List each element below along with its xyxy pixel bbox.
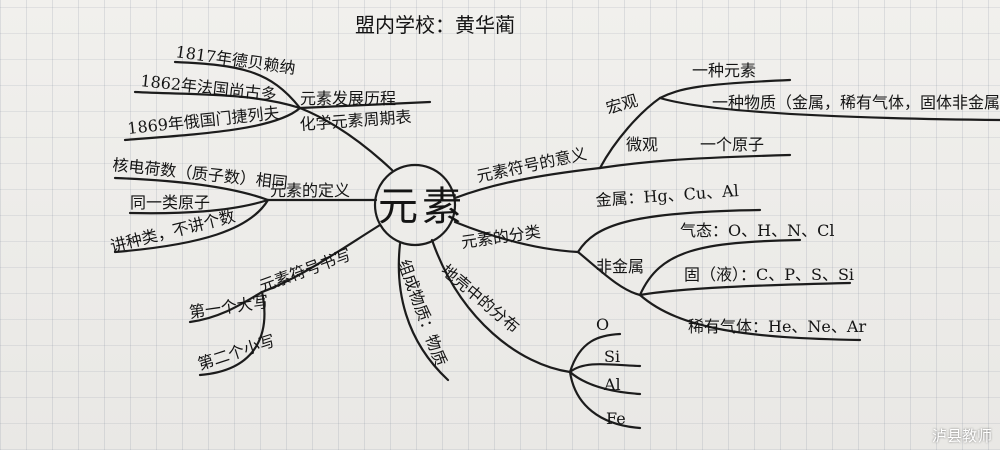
connector-line <box>298 100 432 110</box>
classification-solid: 固（液）：C、P、S、Si <box>684 265 854 284</box>
symbol-item: 第二个小写 <box>195 331 277 374</box>
connector-line <box>397 242 450 382</box>
connector-line <box>298 106 394 172</box>
classification-gas: 气态：O、H、N、Cl <box>680 221 834 240</box>
meaning-micro-label: 微观 <box>626 135 658 154</box>
connector-line <box>173 60 302 110</box>
connector-line <box>133 90 302 110</box>
connector-line <box>128 198 270 215</box>
connector-line <box>598 153 792 170</box>
connector-line <box>576 208 762 254</box>
history-note: 化学元素周期表 <box>299 107 412 134</box>
connector-line <box>430 238 572 374</box>
definition-label: 元素的定义 <box>270 181 350 200</box>
history-item: 1862年法国尚古多 <box>140 71 278 104</box>
classification-nonmetal: 非金属 <box>596 257 644 276</box>
crust-item: Fe <box>606 409 626 428</box>
meaning-label: 元素符号的意义 <box>475 144 589 186</box>
classification-noble: 稀有气体：He、Ne、Ar <box>688 317 866 336</box>
crust-label: 地壳中的分布 <box>437 261 523 337</box>
connector-line <box>638 293 862 342</box>
connector-line <box>188 290 264 324</box>
meaning-macro-item: 一种元素 <box>692 61 756 80</box>
connector-line <box>576 250 642 297</box>
connector-line <box>568 370 642 396</box>
connector-line <box>638 281 852 297</box>
connector-line <box>598 96 662 170</box>
connector-line <box>568 370 642 430</box>
history-item: 1817年德贝赖纳 <box>174 42 296 78</box>
history-label: 元素发展历程 <box>300 89 396 108</box>
branch-symbol: 元素符号书写 第一个大写 第二个小写 <box>188 223 382 377</box>
branch-meaning: 元素符号的意义 宏观 一种元素 一种物质（金属，稀有气体，固体非金属） 微观 一… <box>453 61 1000 200</box>
crust-item: Si <box>604 347 620 366</box>
connector-line <box>113 176 270 202</box>
symbol-item: 第一个大写 <box>188 292 270 322</box>
connector-line <box>568 332 622 374</box>
meaning-macro-label: 宏观 <box>604 91 640 118</box>
watermark: 泸县教师 <box>931 427 992 445</box>
page-title: 盟内学校：黄华蔺 <box>355 13 515 37</box>
meaning-macro-item: 一种物质（金属，稀有气体，固体非金属） <box>712 93 1000 112</box>
symbol-label: 元素符号书写 <box>257 245 354 296</box>
connector-line <box>658 78 792 100</box>
connector-line <box>658 96 1000 122</box>
center-node-label: 元素 <box>378 184 466 230</box>
branch-history: 元素发展历程 1817年德贝赖纳 1862年法国尚古多 1869年俄国门捷列夫 … <box>123 42 432 172</box>
crust-item: O <box>596 315 609 334</box>
definition-item: 同一类原子 <box>130 193 210 212</box>
connector-line <box>113 198 270 254</box>
definition-item: 核电荷数（质子数）相同 <box>112 155 289 192</box>
connector-line <box>453 220 580 254</box>
connector-line <box>638 238 802 297</box>
connector-line <box>123 106 302 142</box>
classification-label: 元素的分类 <box>460 222 542 252</box>
connector-line <box>568 363 642 374</box>
classification-metal: 金属：Hg、Cu、Al <box>595 181 739 210</box>
branch-classification: 元素的分类 金属：Hg、Cu、Al 非金属 气态：O、H、N、Cl 固（液）：C… <box>453 181 866 342</box>
connector-line <box>198 290 266 377</box>
meaning-micro-item: 一个原子 <box>700 135 764 154</box>
connector-line <box>453 166 602 200</box>
center-node-circle <box>373 163 457 247</box>
branch-definition: 元素的定义 核电荷数（质子数）相同 同一类原子 讲种类，不讲个数 <box>108 155 378 256</box>
crust-item: Al <box>603 375 621 394</box>
connector-line <box>260 223 382 294</box>
